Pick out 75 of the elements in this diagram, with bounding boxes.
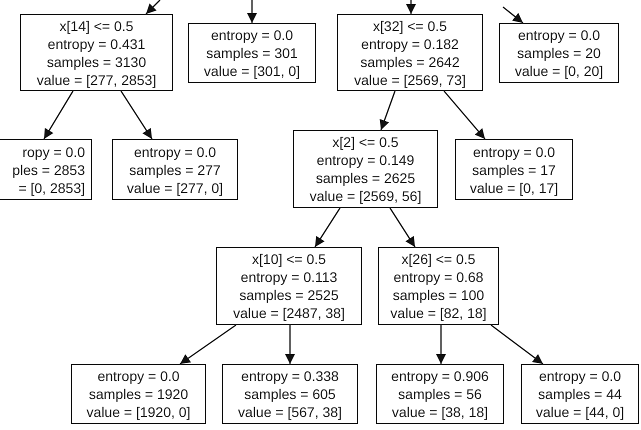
node-text: value = [277, 2853] [36, 70, 156, 88]
tree-node-box [499, 23, 619, 83]
node-text: value = [0, 20] [514, 62, 604, 80]
arrow [146, 0, 160, 14]
node-text: samples = 301 [206, 44, 298, 62]
tree-node-box [71, 364, 206, 424]
node-text: entropy = 0.0 [210, 26, 294, 44]
node-text: samples = 44 [538, 385, 622, 403]
node-text: samples = 100 [392, 286, 484, 304]
node-text: entropy = 0.0 [538, 367, 622, 385]
node-text: samples = 17 [472, 160, 556, 178]
tree-node-box [216, 247, 362, 325]
node-text: entropy = 0.0 [472, 142, 556, 160]
arrow [444, 90, 486, 140]
node-text: samples = 56 [398, 385, 482, 403]
node-text: samples = 1920 [88, 385, 188, 403]
arrow [285, 325, 295, 364]
tree-node-box [293, 130, 438, 208]
node-text: x[2] <= 0.5 [332, 133, 399, 151]
node-text: value = [0, 17] [470, 178, 558, 196]
arrow [120, 90, 153, 140]
node-text: samples = 2625 [316, 169, 416, 187]
tree-node-box [188, 23, 316, 83]
node-text: x[26] <= 0.5 [402, 250, 476, 268]
tree-node-box [0, 139, 92, 200]
node-text: ropy = 0.0 [22, 142, 85, 160]
tree-node-box [112, 139, 238, 200]
node-text: value = [2569, 56] [310, 187, 422, 205]
node-text: entropy = 0.182 [361, 34, 459, 52]
node-text: samples = 3130 [46, 52, 146, 70]
arrow [436, 325, 446, 364]
node-text: entropy = 0.149 [316, 151, 414, 169]
node-text: value = [2569, 73] [354, 70, 466, 88]
node-text: x[14] <= 0.5 [60, 16, 134, 34]
node-text: value = [301, 0] [204, 62, 300, 80]
node-text: samples = 2525 [239, 286, 339, 304]
tree-node-box [20, 14, 173, 91]
arrow [389, 208, 416, 248]
node-text: samples = 2642 [360, 52, 460, 70]
tree-node-box [455, 139, 573, 200]
tree-node-box [337, 14, 483, 91]
node-text: samples = 20 [517, 44, 601, 62]
arrow [502, 6, 524, 24]
tree-node-box [521, 364, 639, 424]
tree-node-box [378, 247, 499, 325]
node-text: x[32] <= 0.5 [373, 16, 447, 34]
tree-node-box [376, 364, 504, 424]
arrow [380, 90, 396, 130]
node-text: entropy = 0.113 [240, 268, 338, 286]
node-text: value = [2487, 38] [233, 304, 345, 322]
node-text: ples = 2853 [12, 160, 85, 178]
node-text: entropy = 0.68 [394, 268, 484, 286]
node-text: entropy = 0.431 [48, 34, 146, 52]
node-text: entropy = 0.338 [241, 367, 339, 385]
arrow [406, 0, 416, 14]
node-text: = [0, 2853] [18, 178, 85, 196]
arrow [314, 208, 341, 248]
node-text: value = [38, 18] [392, 403, 488, 421]
arrow [43, 90, 74, 140]
node-text: samples = 277 [129, 160, 221, 178]
tree-node-box [222, 364, 358, 424]
node-text: entropy = 0.0 [97, 367, 180, 385]
node-text: entropy = 0.0 [518, 26, 600, 44]
node-text: value = [277, 0] [126, 178, 224, 196]
node-text: samples = 605 [244, 385, 336, 403]
node-text: value = [567, 38] [238, 403, 342, 421]
node-text: entropy = 0.906 [391, 367, 489, 385]
arrow [247, 0, 257, 23]
node-text: value = [44, 0] [536, 403, 624, 421]
node-text: x[10] <= 0.5 [252, 250, 326, 268]
node-text: value = [1920, 0] [86, 403, 190, 421]
arrow [180, 324, 236, 365]
node-text: value = [82, 18] [390, 304, 487, 322]
node-text: entropy = 0.0 [134, 142, 216, 160]
arrow [490, 324, 544, 365]
